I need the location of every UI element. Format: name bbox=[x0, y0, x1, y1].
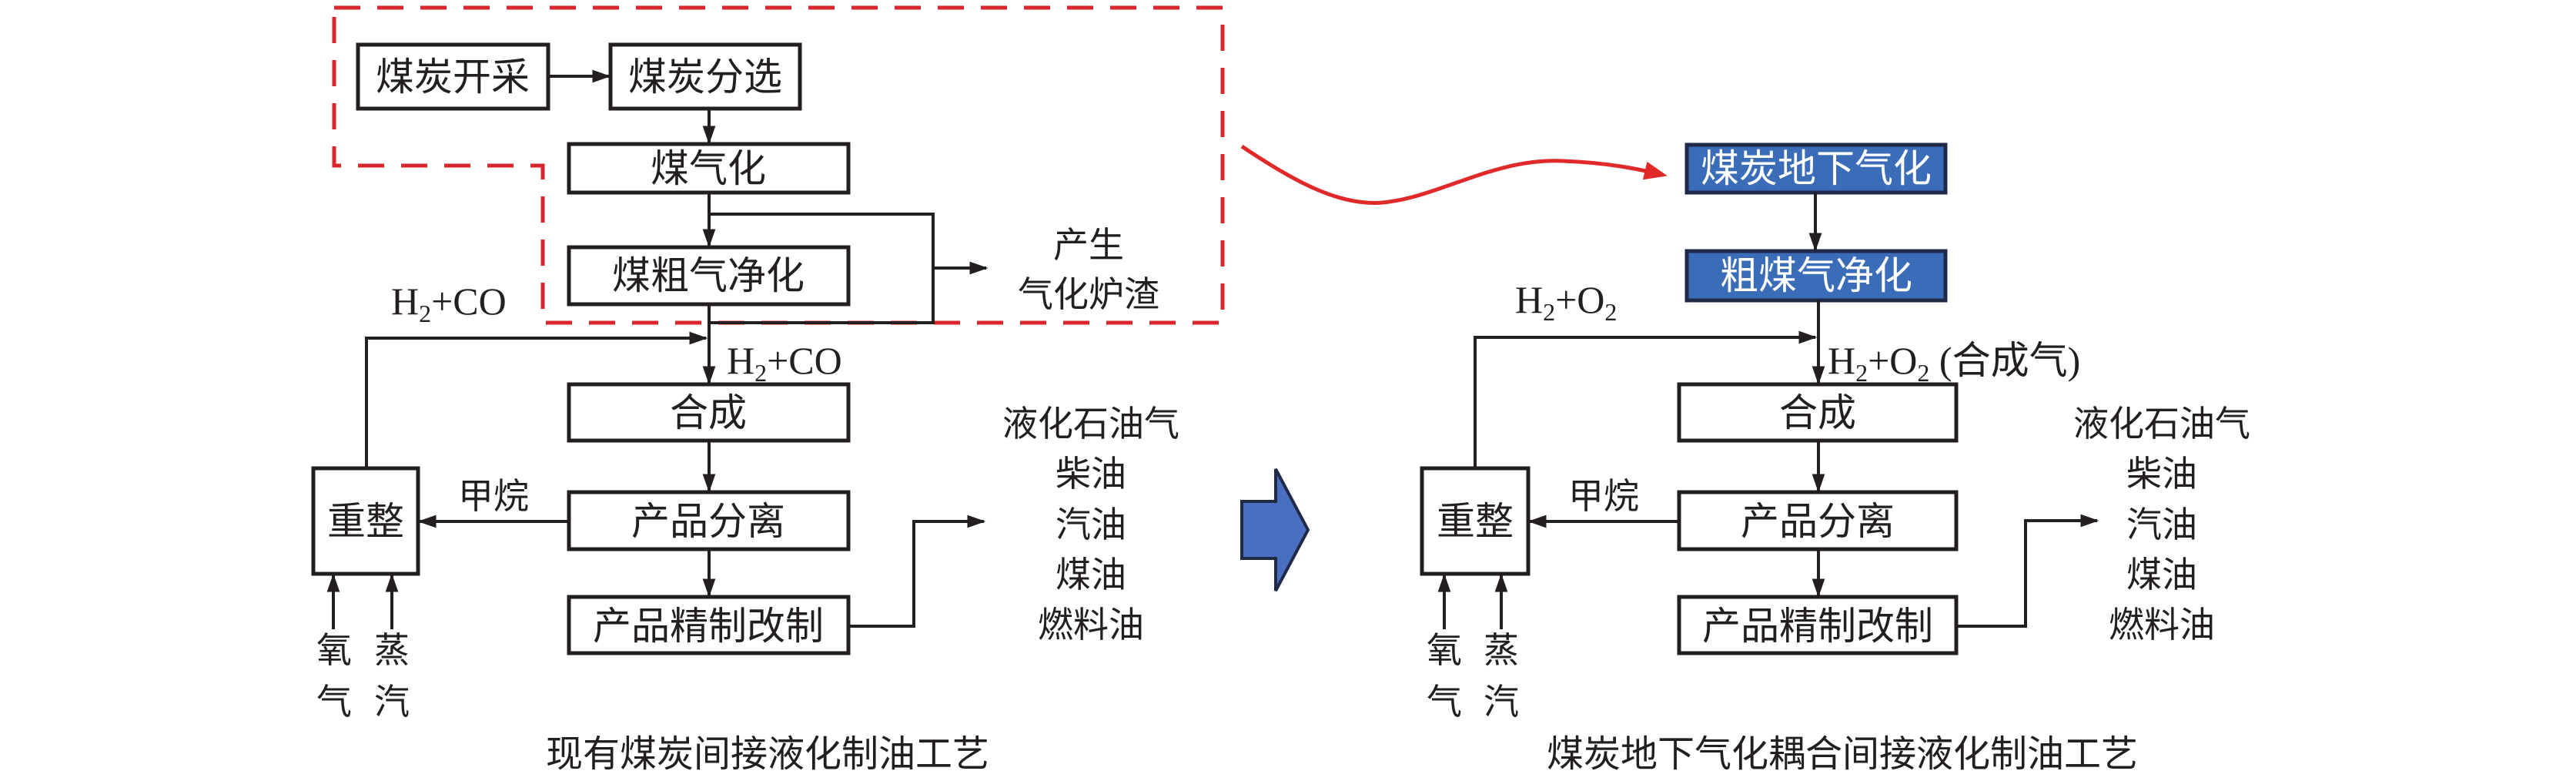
arrow-recycle-gas bbox=[365, 331, 708, 468]
label-slag-line2: 气化炉渣 bbox=[1018, 275, 1159, 314]
box-underground-gasification-label: 煤炭地下气化 bbox=[1701, 147, 1932, 190]
label-recycle-h2-co: H2+CO bbox=[391, 280, 507, 327]
box-synthesis-right-label: 合成 bbox=[1779, 391, 1856, 434]
arrow-to-products-right bbox=[1956, 514, 2099, 628]
product-diesel-right: 柴油 bbox=[2126, 454, 2197, 494]
product-kerosene: 煤油 bbox=[1055, 555, 1126, 595]
box-coal-mining-label: 煤炭开采 bbox=[376, 55, 530, 99]
right-diagram: 煤炭地下气化 粗煤气净化 合成 产品分离 产品精制改制 重整 H2+O2 H2+… bbox=[1420, 142, 2250, 775]
product-lpg-right: 液化石油气 bbox=[2073, 404, 2250, 444]
box-coal-gasification-label: 煤气化 bbox=[651, 147, 766, 190]
box-reforming-right-label: 重整 bbox=[1437, 500, 1514, 543]
label-methane: 甲烷 bbox=[458, 477, 529, 516]
product-gasoline: 汽油 bbox=[1055, 505, 1126, 545]
label-syngas-h2-o2: H2+O2 (合成气) bbox=[1828, 339, 2080, 387]
label-syngas-h2-co: H2+CO bbox=[727, 339, 842, 387]
box-synthesis-label: 合成 bbox=[670, 391, 747, 434]
box-product-refining-label: 产品精制改制 bbox=[593, 605, 824, 648]
blue-block-arrow bbox=[1240, 468, 1310, 592]
label-oxygen-char2: 气 bbox=[316, 682, 352, 722]
red-wave-arrow bbox=[1240, 144, 1668, 205]
left-caption: 现有煤炭间接液化制油工艺 bbox=[546, 734, 989, 775]
box-product-separation-label: 产品分离 bbox=[631, 500, 785, 543]
product-diesel: 柴油 bbox=[1055, 454, 1126, 494]
right-product-list: 液化石油气 柴油 汽油 煤油 燃料油 bbox=[2073, 404, 2250, 645]
box-raw-gas-purification-right-label: 粗煤气净化 bbox=[1720, 254, 1912, 297]
arrow-recycle-gas-right bbox=[1474, 330, 1818, 468]
box-product-separation-right-label: 产品分离 bbox=[1741, 500, 1895, 543]
box-product-refining-right-label: 产品精制改制 bbox=[1702, 605, 1933, 648]
box-coal-sorting bbox=[608, 42, 802, 111]
product-kerosene-right: 煤油 bbox=[2126, 555, 2197, 595]
label-steam-right-char2: 汽 bbox=[1484, 682, 1519, 722]
box-coal-sorting-label: 煤炭分选 bbox=[628, 55, 782, 99]
arrow-to-products bbox=[848, 515, 986, 628]
label-steam-char1: 蒸 bbox=[374, 631, 410, 670]
label-oxygen-right-char1: 氧 bbox=[1427, 631, 1462, 670]
highlight-dashed-region bbox=[332, 5, 1225, 325]
label-recycle-h2-o2: H2+O2 bbox=[1515, 278, 1617, 326]
label-slag-line1: 产生 bbox=[1053, 226, 1124, 265]
box-underground-gasification bbox=[1684, 142, 1948, 195]
box-reforming-label: 重整 bbox=[327, 500, 404, 543]
product-fuel-oil: 燃料油 bbox=[1038, 605, 1144, 645]
left-product-list: 液化石油气 柴油 汽油 煤油 燃料油 bbox=[1002, 404, 1179, 645]
product-lpg: 液化石油气 bbox=[1002, 404, 1179, 444]
box-raw-gas-purification-label: 煤粗气净化 bbox=[612, 254, 805, 297]
left-diagram: 煤炭开采 煤炭分选 煤气化 煤粗气净化 合成 产品分离 产品精制改制 重整 H2… bbox=[311, 5, 1225, 775]
label-oxygen-char1: 氧 bbox=[316, 631, 352, 670]
label-methane-right: 甲烷 bbox=[1568, 477, 1639, 516]
label-steam-right-char1: 蒸 bbox=[1484, 631, 1519, 670]
label-oxygen-right-char2: 气 bbox=[1427, 682, 1462, 722]
product-fuel-oil-right: 燃料油 bbox=[2109, 605, 2215, 645]
label-steam-char2: 汽 bbox=[374, 682, 410, 722]
right-caption: 煤炭地下气化耦合间接液化制油工艺 bbox=[1547, 734, 2138, 775]
product-gasoline-right: 汽油 bbox=[2126, 505, 2197, 545]
